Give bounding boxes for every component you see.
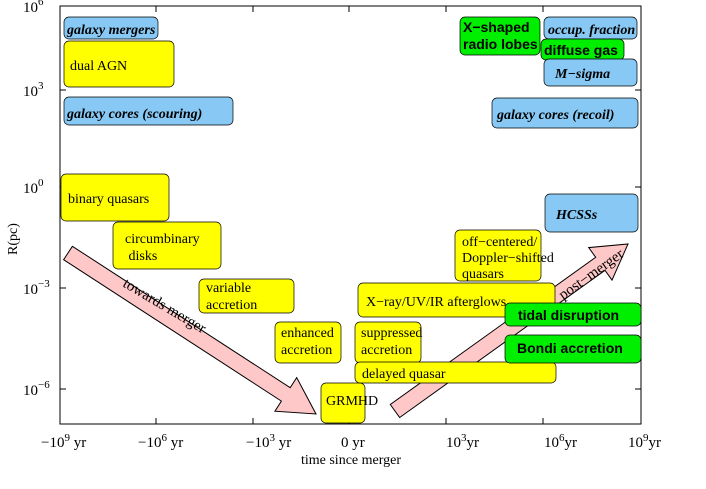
galaxy-mergers-box: galaxy mergers (63, 16, 159, 40)
binary-quasars-label: binary quasars (68, 192, 149, 207)
hcsss-label: HCSSs (555, 208, 598, 223)
galaxy-cores-recoil-box-shape (491, 97, 639, 129)
galaxy-mergers-box-shape (63, 16, 159, 40)
tick-marks (59, 5, 642, 424)
galaxy-cores-scouring-box: galaxy cores (scouring) (63, 96, 234, 126)
x-tick-label: −109 yr (41, 432, 86, 451)
galaxy-cores-scouring-label: galaxy cores (scouring) (66, 107, 202, 122)
y-tick-label: 106 (23, 0, 44, 16)
binary-quasars-box-shape (60, 173, 170, 222)
hcsss-box: HCSSs (544, 193, 639, 233)
diffuse-gas-label: diffuse gas (544, 42, 618, 58)
bondi-accretion-box: Bondi accretion (504, 334, 642, 364)
x-tick-label: 106yr (544, 432, 577, 451)
grmhd-box: GRMHD (320, 382, 378, 424)
m-sigma-box-shape (543, 58, 638, 87)
y-tick-label: 10−6 (23, 379, 50, 399)
off-centered-box-shape (454, 229, 542, 282)
circumbinary-disks-box: circumbinary disks (112, 221, 222, 270)
variable-accretion-box-shape (198, 278, 295, 314)
post-merger-label: post−merger (556, 246, 627, 303)
towards-merger-arrow (62, 245, 317, 415)
m-sigma-label: M−sigma (554, 67, 610, 82)
binary-quasars-box: binary quasars (60, 173, 170, 222)
towards-merger-label: towards merger (120, 276, 209, 337)
galaxy-cores-scouring-box-shape (63, 96, 234, 126)
circumbinary-disks-label: circumbinary disks (125, 232, 200, 264)
y-tick-label: 100 (23, 177, 44, 197)
dual-agn-box: dual AGN (63, 40, 175, 88)
delayed-quasar-box-shape (354, 361, 557, 384)
x-tick-label: 0 yr (341, 435, 365, 451)
enhanced-accretion-box-shape (274, 321, 342, 364)
y-tick-labels: 106 103 100 10−3 10−6 (23, 0, 50, 399)
dual-agn-label: dual AGN (70, 59, 127, 74)
tidal-disruption-box-shape (504, 302, 642, 327)
x-tick-labels: −109 yr −106 yr −103 yr 0 yr 103yr 106yr 109yr (41, 432, 661, 451)
x-tick-label: 103yr (446, 432, 479, 451)
x-tick-label: −103 yr (246, 432, 291, 451)
bondi-accretion-box-shape (504, 334, 642, 364)
tidal-disruption-box: tidal disruption (504, 302, 642, 327)
galaxy-cores-recoil-label: galaxy cores (recoil) (496, 108, 614, 123)
plot-frame (59, 5, 642, 425)
y-tick-label: 103 (23, 80, 44, 100)
x-axis-label: time since merger (301, 453, 401, 468)
delayed-quasar-box: delayed quasar (354, 361, 557, 384)
occup-fraction-box: occup. fraction (543, 16, 638, 40)
hcsss-box-shape (544, 193, 639, 233)
y-axis-label: R(pc) (6, 223, 21, 255)
x-shaped-lobes-box-shape (459, 16, 541, 56)
x-tick-label: −106 yr (138, 432, 183, 451)
delayed-quasar-label: delayed quasar (362, 367, 446, 382)
boxes-layer: galaxy mergers dual AGN galaxy cores (scou… (60, 16, 642, 424)
x-tick-label: 109yr (628, 432, 661, 451)
tidal-disruption-label: tidal disruption (518, 307, 619, 323)
y-tick-label: 10−3 (23, 278, 50, 298)
diffuse-gas-box: diffuse gas (540, 38, 625, 61)
circumbinary-disks-box-shape (112, 221, 222, 270)
grmhd-box-shape (320, 382, 366, 424)
galaxy-cores-recoil-box: galaxy cores (recoil) (491, 97, 639, 129)
dual-agn-box-shape (63, 40, 175, 88)
grmhd-label: GRMHD (326, 394, 378, 409)
m-sigma-box: M−sigma (543, 58, 638, 87)
afterglows-label: X−ray/UV/IR afterglows (366, 295, 506, 310)
occup-fraction-label: occup. fraction (548, 23, 635, 38)
galaxy-mergers-label: galaxy mergers (66, 23, 156, 38)
bondi-accretion-label: Bondi accretion (517, 340, 623, 356)
